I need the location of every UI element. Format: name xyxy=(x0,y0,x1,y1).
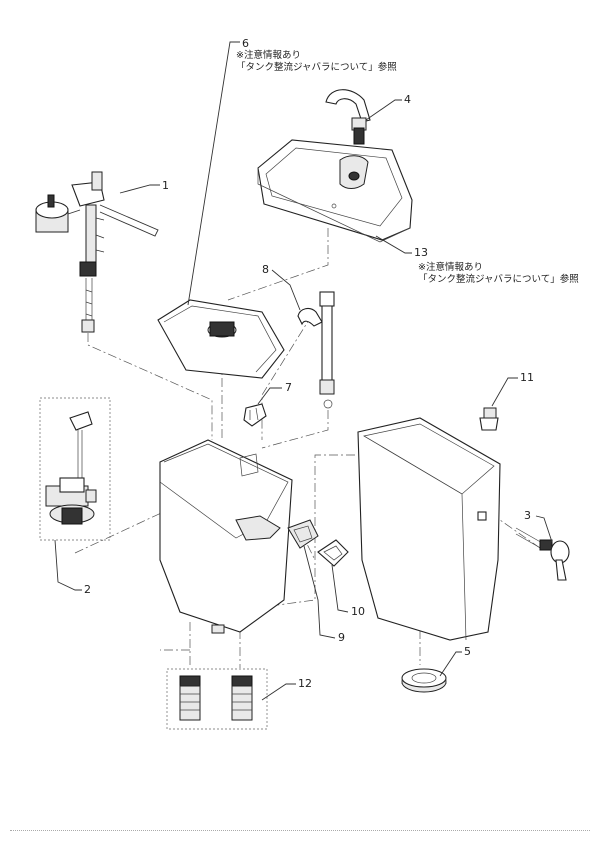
callout-6-leader xyxy=(187,41,240,306)
callout-6: 6 xyxy=(242,37,249,50)
caution-note-6-line2: 「タンク整流ジャバラについて」参照 xyxy=(236,62,397,73)
part-4-spout xyxy=(325,89,371,145)
part-6-inner-lid xyxy=(157,299,285,379)
callout-8: 8 xyxy=(262,263,269,276)
part-13-outer-lid xyxy=(257,139,413,243)
callout-13: 13 xyxy=(414,246,428,259)
overflow-tube xyxy=(319,291,335,409)
callout-2: 2 xyxy=(84,583,91,596)
part-3-lever xyxy=(515,527,570,581)
callout-3-leader xyxy=(535,515,553,543)
caution-note-6-line1: ※注意情報あり xyxy=(236,50,301,61)
callout-12-leader xyxy=(261,683,296,701)
callout-8-leader xyxy=(271,269,301,311)
callout-4-leader xyxy=(365,99,402,121)
callout-11-leader xyxy=(491,377,518,407)
part-10-plate xyxy=(317,539,349,567)
callout-10: 10 xyxy=(351,605,365,618)
callout-11: 11 xyxy=(520,371,534,384)
inner-tank xyxy=(159,439,293,634)
part-2-flush-valve xyxy=(45,411,97,525)
callout-1-leader xyxy=(119,184,160,194)
part-12-box xyxy=(166,668,268,730)
caution-note-part-13: ※注意情報あり 「タンク整流ジャバラについて」参照 xyxy=(418,262,579,286)
part-2-box xyxy=(39,397,111,541)
callout-5: 5 xyxy=(464,645,471,658)
callout-3: 3 xyxy=(524,509,531,522)
callout-2-leader xyxy=(54,539,82,591)
callout-12: 12 xyxy=(298,677,312,690)
callout-7-leader xyxy=(257,387,282,405)
part-1-fill-valve xyxy=(35,171,159,333)
callout-10-leader xyxy=(331,564,349,613)
part-8-clip xyxy=(297,307,323,327)
outer-tank xyxy=(357,417,501,641)
part-7-clip xyxy=(243,403,267,427)
callout-1: 1 xyxy=(162,179,169,192)
part-9-gasket xyxy=(287,519,319,549)
caution-note-part-6: ※注意情報あり 「タンク整流ジャバラについて」参照 xyxy=(236,50,397,74)
bottom-divider xyxy=(10,830,590,831)
caution-note-13-line1: ※注意情報あり xyxy=(418,262,483,273)
callout-9: 9 xyxy=(338,631,345,644)
callout-4: 4 xyxy=(404,93,411,106)
callout-7: 7 xyxy=(285,381,292,394)
callout-9-leader xyxy=(303,545,336,639)
part-12-valves xyxy=(179,675,253,721)
callout-13-leader xyxy=(375,235,412,254)
caution-note-13-line2: 「タンク整流ジャバラについて」参照 xyxy=(418,274,579,285)
callout-5-leader xyxy=(439,651,462,677)
part-5-seal-ring xyxy=(401,668,447,693)
part-11-knob xyxy=(479,407,499,431)
